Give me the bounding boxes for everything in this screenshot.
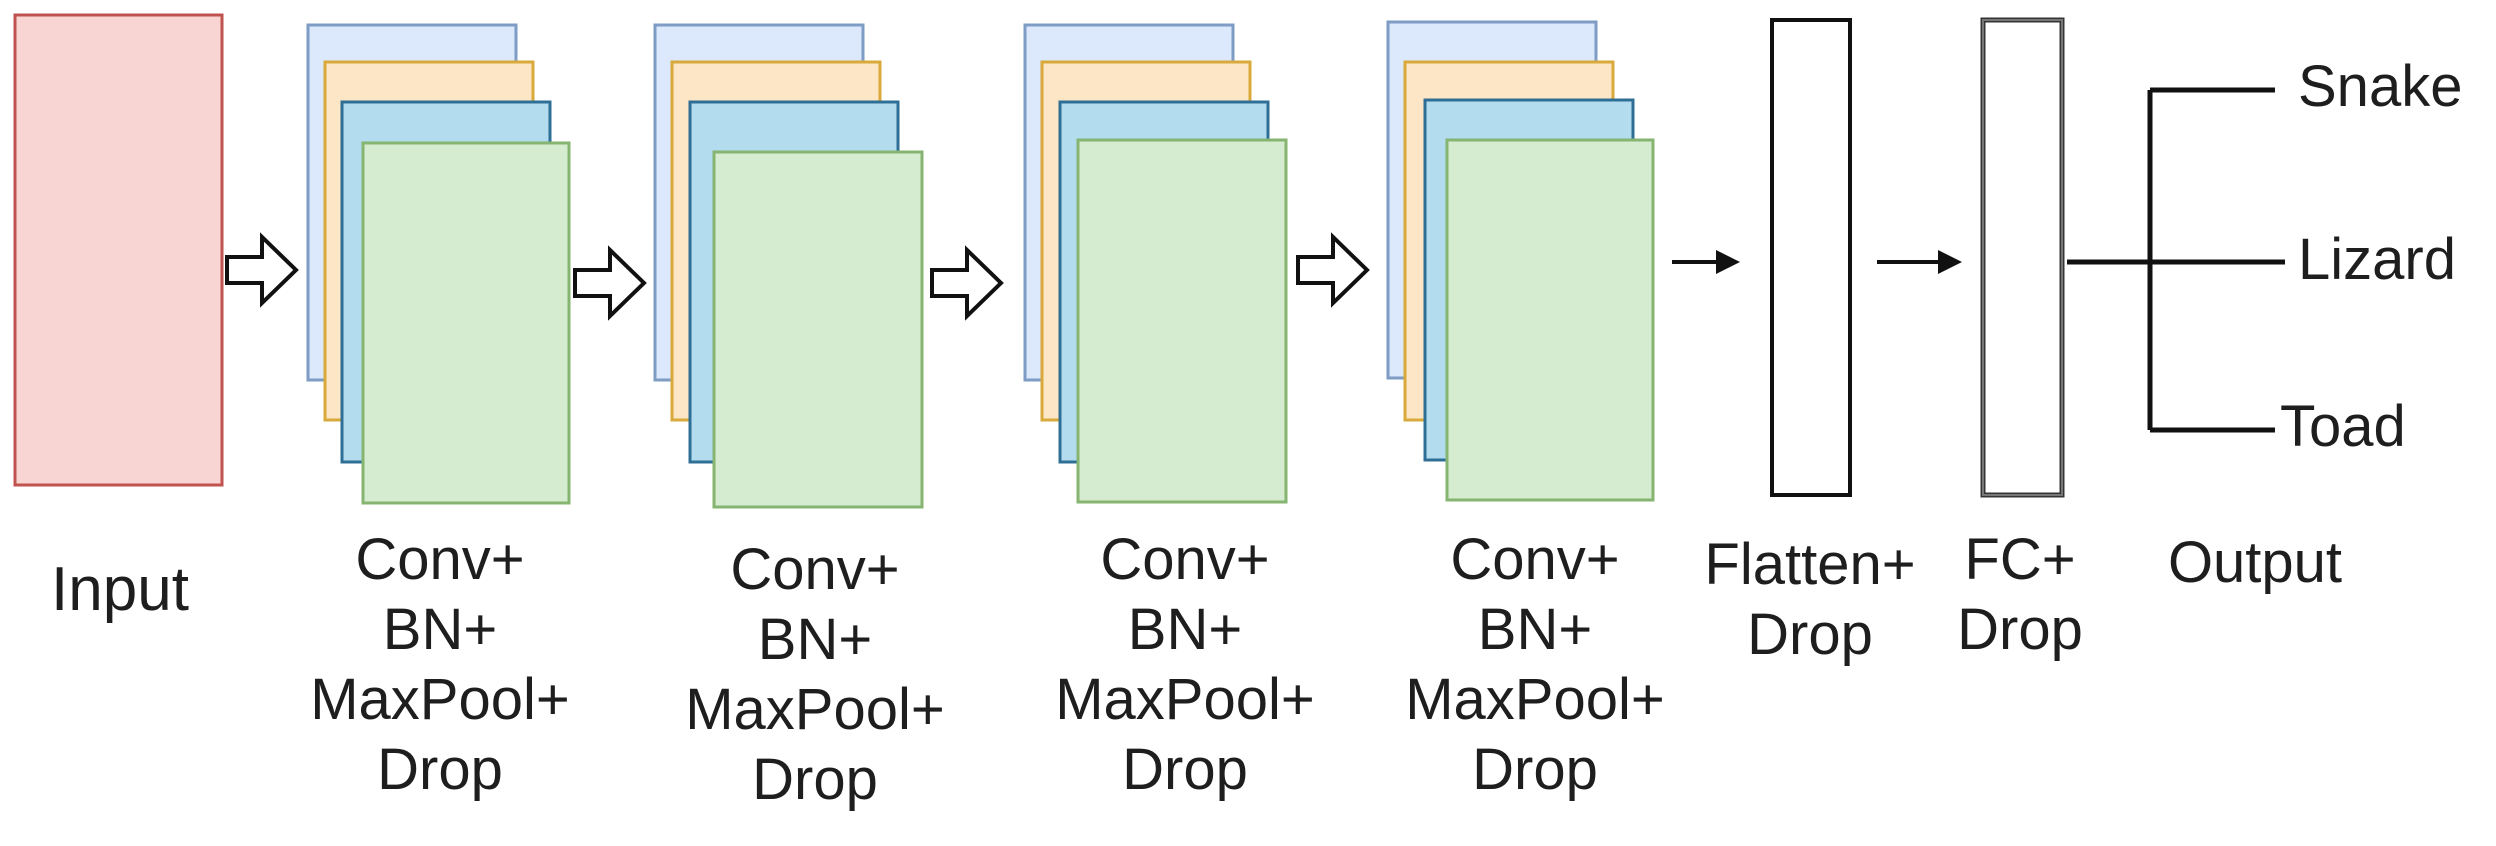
hollow-arrow-icon [930, 245, 1004, 321]
feature-map-layer [712, 150, 924, 509]
conv-block-1-label: Conv+ BN+ MaxPool+ Drop [310, 527, 570, 802]
fc-label: FC+ Drop [1957, 527, 2083, 662]
class-label-toad: Toad [2280, 394, 2406, 459]
conv-block-4-label: Conv+ BN+ MaxPool+ Drop [1405, 527, 1665, 802]
output-connector [2067, 87, 2285, 433]
feature-map-layer [1076, 138, 1288, 504]
conv-block-1 [306, 23, 571, 505]
feature-map-layer [1445, 138, 1655, 502]
input-block [13, 13, 224, 487]
hollow-arrow-icon [1296, 232, 1370, 308]
fc-block [1980, 17, 2065, 498]
conv-block-2 [653, 23, 924, 509]
conv-block-3-label: Conv+ BN+ MaxPool+ Drop [1055, 527, 1315, 802]
feature-map-layer [361, 141, 571, 505]
class-label-lizard: Lizard [2298, 227, 2456, 292]
thin-arrow-icon [1672, 250, 1740, 274]
flatten-label: Flatten+ Drop [1704, 532, 1916, 667]
conv-block-4 [1386, 20, 1655, 502]
thin-arrow-icon [1877, 250, 1962, 274]
input-label: Input [51, 555, 189, 624]
hollow-arrow-icon [225, 232, 299, 308]
flatten-block [1770, 18, 1852, 497]
conv-block-2-label: Conv+ BN+ MaxPool+ Drop [685, 537, 945, 812]
class-label-snake: Snake [2298, 54, 2463, 119]
output-label: Output [2167, 530, 2343, 595]
conv-block-3 [1023, 23, 1288, 504]
hollow-arrow-icon [573, 245, 647, 321]
